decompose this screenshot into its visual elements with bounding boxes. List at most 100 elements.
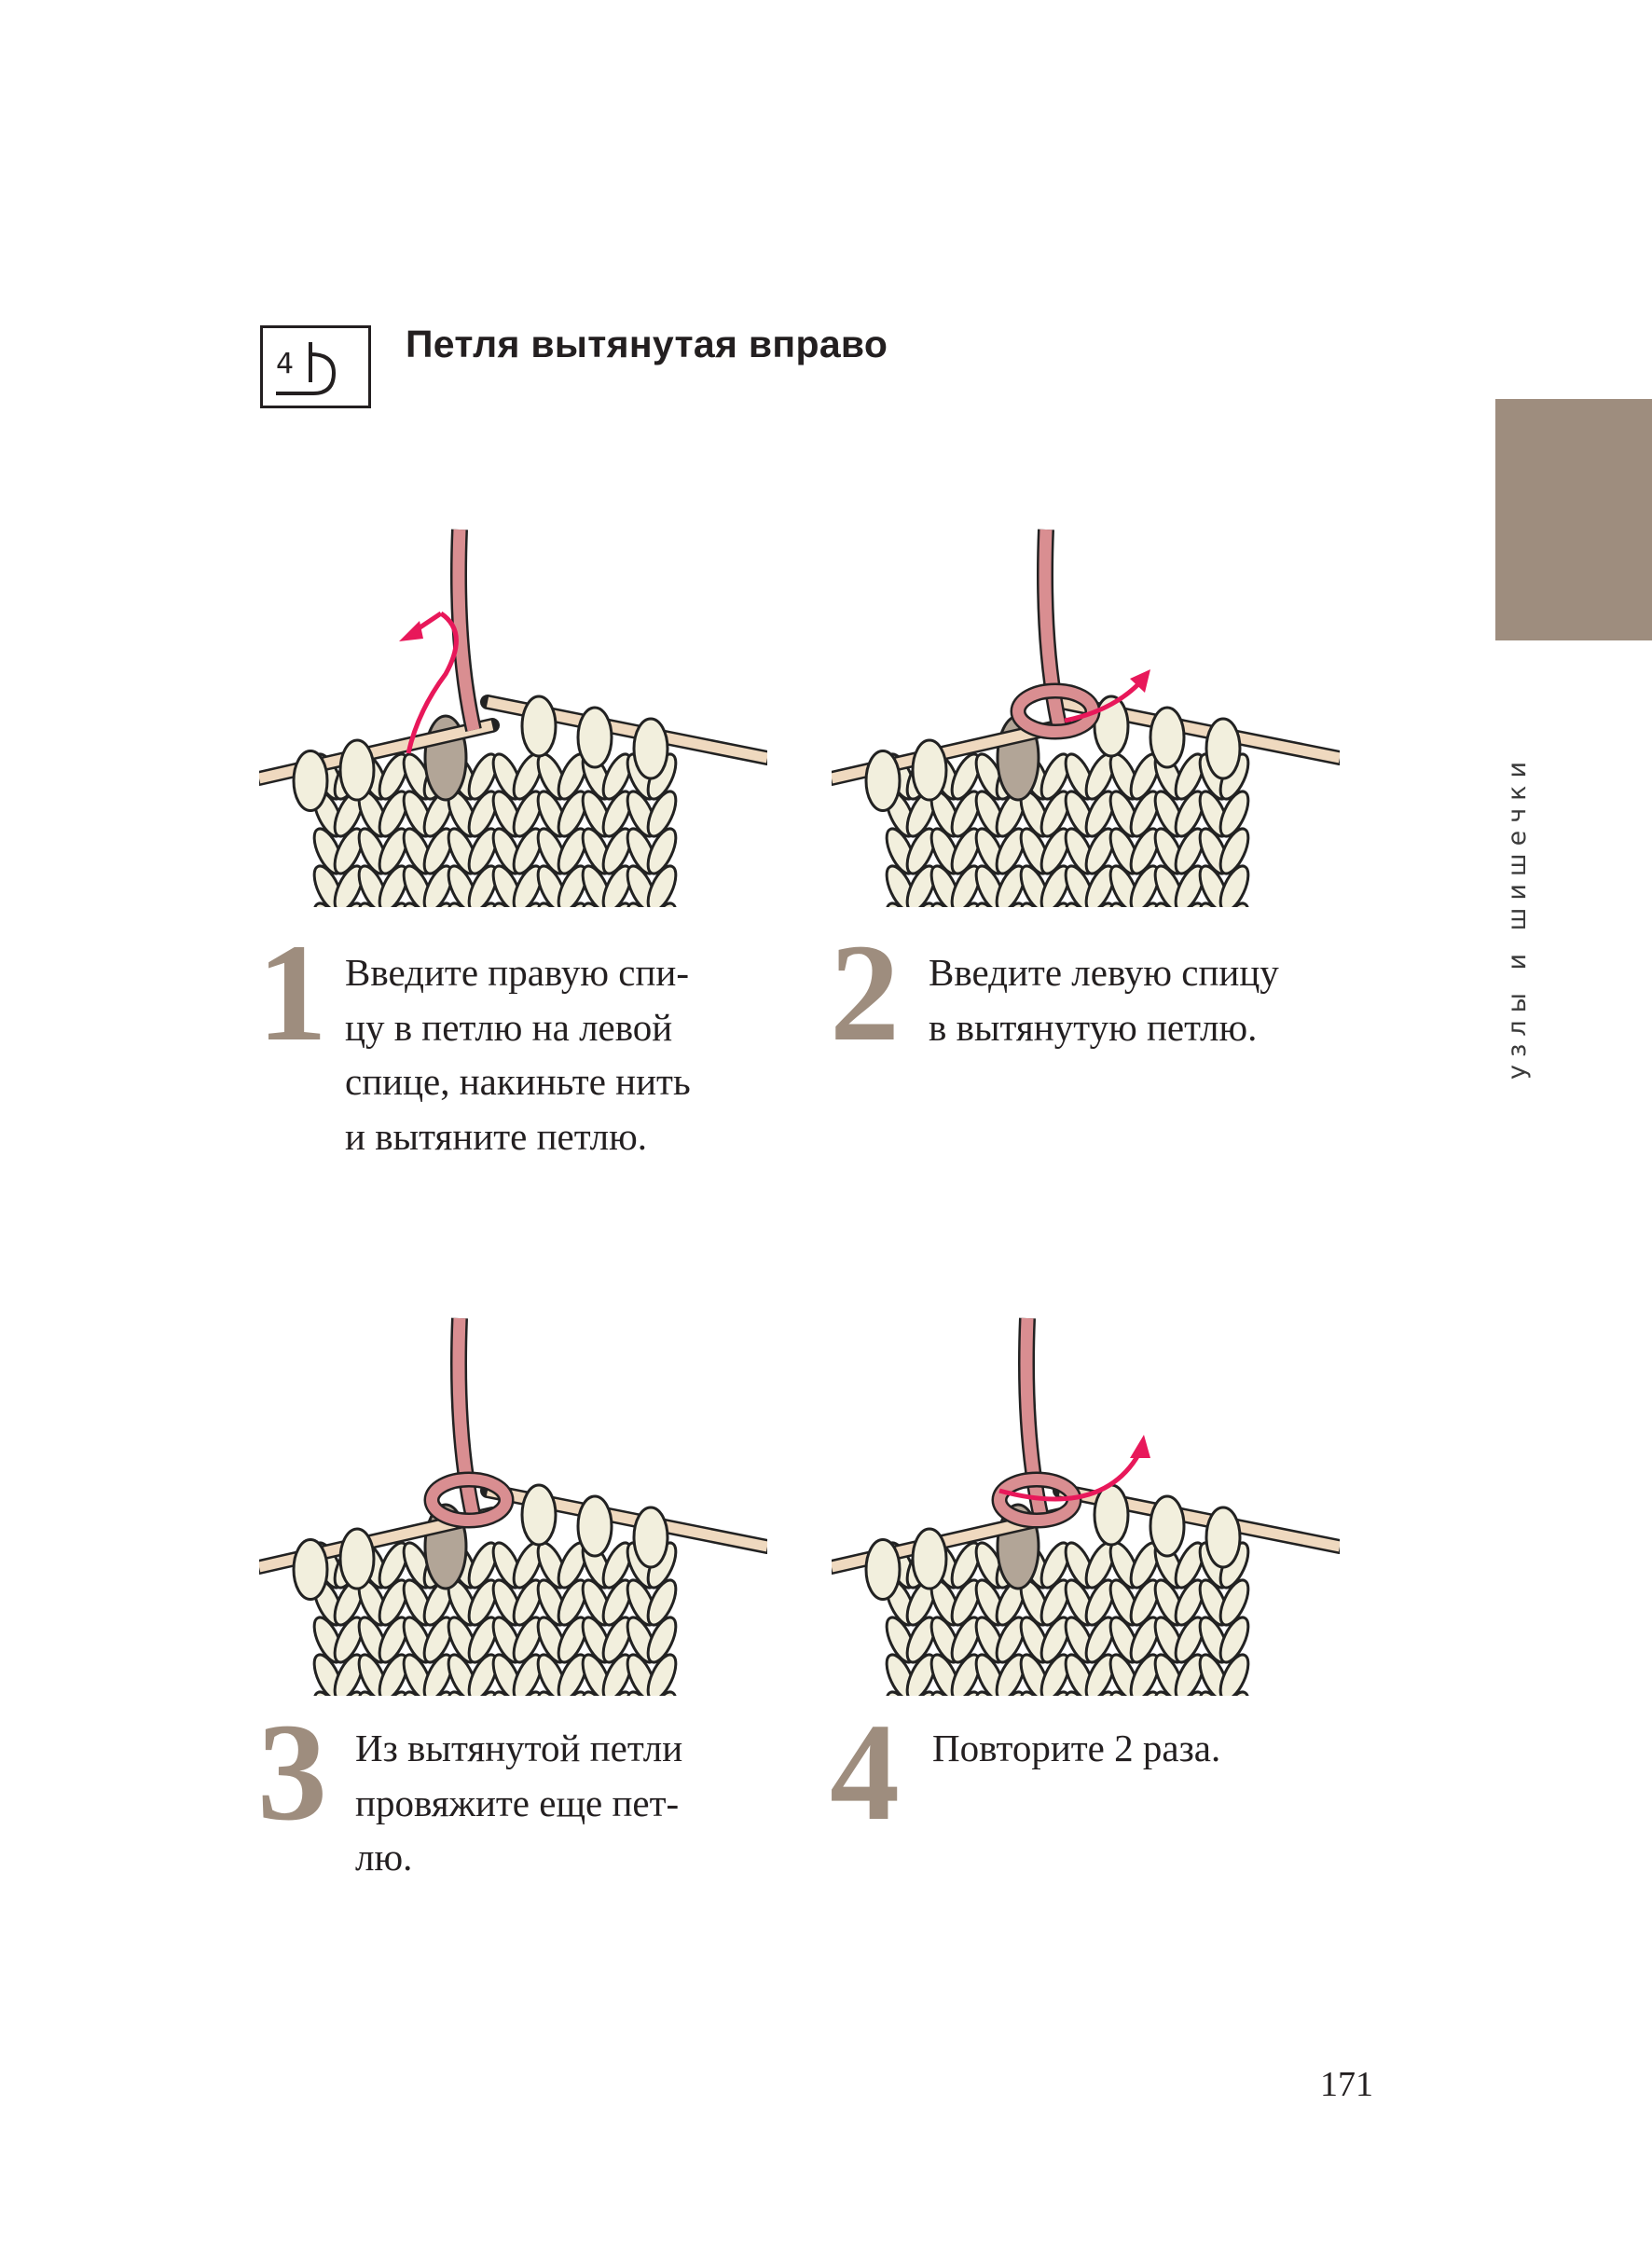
needle-loop [338,738,376,802]
stitch [512,790,544,838]
stitch [512,1616,544,1664]
illustration-step-3 [252,1314,775,1739]
needle-loop [292,749,329,812]
needle-loop [1093,1483,1130,1547]
needle-loop [1205,717,1242,780]
step-number: 1 [257,915,327,1070]
stitch [467,827,499,875]
stitch [601,1616,633,1664]
stitch [1129,1616,1161,1664]
direction-arrow-icon [399,611,459,754]
text-line: в вытянутую петлю. [929,1005,1258,1049]
stitch [557,827,588,875]
knitting-diagram [824,1317,1347,1739]
needle-loop [1093,695,1130,758]
stitch [646,1616,678,1664]
stitch [467,1578,499,1627]
page-title: Петля вытянутая вправо [406,323,888,365]
knitting-diagram [252,529,775,950]
stitch [378,1616,409,1664]
text-line: и вытяните петлю. [345,1114,647,1158]
stitch [601,1541,633,1590]
stitch [1218,1616,1250,1664]
text-line: Введите правую спи- [345,951,689,994]
symbol-loop-icon [276,342,337,395]
stitch [512,1578,544,1627]
stitch [646,827,678,875]
stitch [1039,827,1071,875]
stitch [646,790,678,838]
stitch [1174,827,1205,875]
text-line: лю. [355,1836,413,1879]
needle-loop [864,749,902,812]
stitch [905,827,937,875]
stitch [950,1578,982,1627]
chapter-tab [1495,399,1652,640]
stitch [995,1616,1026,1664]
stitch [1218,1578,1250,1627]
direction-arrow-icon [1064,669,1150,723]
stitch [1084,1578,1116,1627]
stitch [995,827,1026,875]
step-number: 4 [830,1695,900,1850]
stitch [378,1541,409,1590]
needle-loop [292,1537,329,1601]
step-text: Введите правую спи- цу в петлю на левой … [345,945,774,1163]
stitch [1084,827,1116,875]
stitch [601,1578,633,1627]
stitch [950,1541,982,1590]
needle-loop [338,1527,376,1590]
stitch [378,1578,409,1627]
needle-loop [632,1506,669,1569]
chapter-label: узлы и шишечки [1503,753,1532,1080]
step-text: Введите левую спицу в вытянутую петлю. [929,945,1357,1054]
step-number: 2 [830,915,900,1070]
needle-loop [1149,706,1186,769]
stitch [646,1578,678,1627]
stitch [601,827,633,875]
knitting-diagram [252,1317,775,1739]
stitch [422,827,454,875]
stitch [601,790,633,838]
stitch [467,1541,499,1590]
stitch [378,752,409,801]
stitch [333,1616,365,1664]
stitch [1174,752,1205,801]
knitting-diagram [824,529,1347,950]
needle-loop [576,1494,613,1558]
needle-loop [632,717,669,780]
stitch-symbol: 4 [260,325,371,408]
stitch [378,827,409,875]
stitch [1218,827,1250,875]
stitch [378,790,409,838]
illustration-step-4 [824,1314,1347,1739]
stitch [601,752,633,801]
step-number: 3 [257,1695,327,1850]
stitch [512,827,544,875]
stitch [557,1578,588,1627]
stitch [950,827,982,875]
page-number: 171 [1320,2065,1373,2104]
text-line: провяжите еще пет- [355,1781,680,1824]
stitch [950,752,982,801]
stitch [1039,790,1071,838]
stitch [1174,1578,1205,1627]
needle-loop [1149,1494,1186,1558]
stitch [1129,827,1161,875]
stitch [1084,1616,1116,1664]
stitch [422,1616,454,1664]
direction-arrow-icon [998,1435,1150,1502]
stitch [467,1616,499,1664]
stitch [1129,790,1161,838]
text-line: Повторите 2 раза. [932,1727,1221,1769]
stitch [1174,1616,1205,1664]
stitch [1039,1541,1071,1590]
stitch [1039,1578,1071,1627]
needle-loop [520,1483,558,1547]
stitch [1174,1541,1205,1590]
needle-loop [864,1537,902,1601]
stitch [950,790,982,838]
stitch [1174,790,1205,838]
needle-loop [1205,1506,1242,1569]
text-line: Введите левую спицу [929,951,1279,994]
